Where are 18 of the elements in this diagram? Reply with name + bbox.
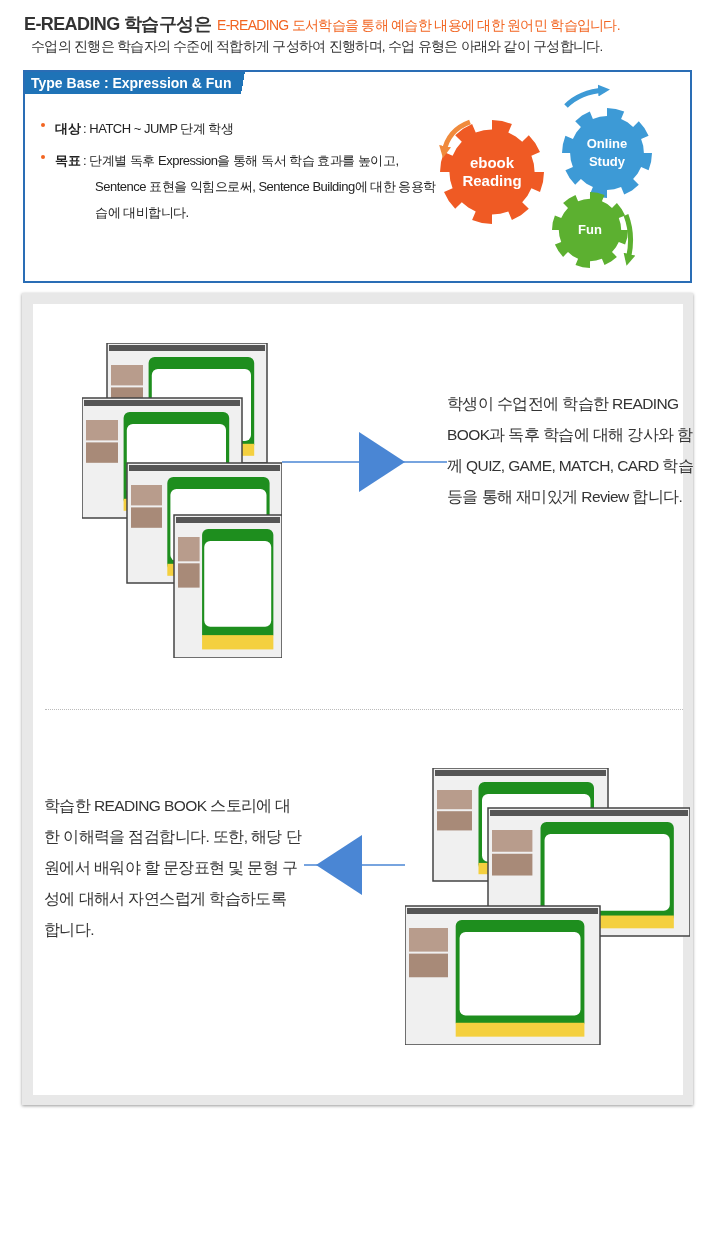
bullet-text: 목표 : 단계별 독후 Expression을 통해 독서 학습 효과를 높이고, Sentence 표현을 익힘으로써, Sentence Building에 대한 응용학습에 대비합니다.	[55, 152, 437, 222]
intro-text: 수업의 진행은 학습자의 수준에 적합하게 구성하여 진행하며, 수업 유형은 아래와 같이 구성합니다.	[31, 38, 603, 56]
gear-shape	[552, 192, 628, 268]
page-title: E-READING 학습구성은	[24, 14, 211, 34]
screenshot-picture	[405, 768, 690, 1045]
gear-shape	[562, 108, 652, 198]
subtitle-text: E-READING 도서학습을 통해 예습한 내용에 대한 원어민 학습입니다.	[217, 17, 620, 33]
info-box	[23, 70, 692, 283]
gear-label: Online Study	[585, 135, 629, 171]
gear-label: Fun	[577, 221, 603, 239]
description-text: 학생이 수업전에 학습한 READING BOOK과 독후 학습에 대해 강사와 함께 QUIZ, GAME, MATCH, CARD 학습 등을 통해 재미있게 Review 합니다.	[447, 394, 695, 507]
bullet-text: 대상 : HATCH ~ JUMP 단계 학생	[55, 120, 235, 138]
triangle-arrow	[281, 432, 448, 492]
triangle-arrow	[303, 835, 406, 895]
gear-shape	[440, 120, 544, 224]
description-text: 학습한 READING BOOK 스토리에 대한 이해력을 점검합니다. 또한, 해당 단원에서 배워야 할 문장표현 및 문형 구성에 대해서 자연스럽게 학습하도록 합니다.	[44, 796, 303, 940]
gear-label: ebook Reading	[461, 154, 523, 190]
screenshot-picture	[82, 343, 282, 658]
